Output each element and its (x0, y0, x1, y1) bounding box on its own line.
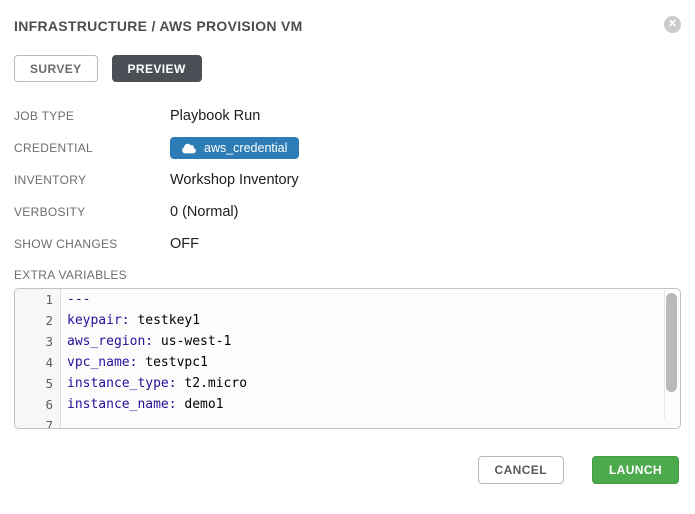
credential-badge-label: aws_credential (204, 141, 288, 155)
yaml-key: keypair: (67, 313, 130, 328)
yaml-value: testvpc1 (137, 355, 208, 370)
line-number: 4 (15, 352, 61, 373)
launch-button[interactable]: LAUNCH (591, 456, 679, 484)
line-number: 2 (15, 310, 61, 331)
editor-scrollbar-thumb[interactable] (666, 293, 677, 392)
line-number: 7 (15, 415, 61, 428)
code-text: instance_type: t2.micro (61, 373, 247, 394)
tab-survey[interactable]: SURVEY (14, 55, 98, 82)
extra-variables-label: EXTRA VARIABLES (14, 268, 127, 282)
line-number: 6 (15, 394, 61, 415)
code-line: 7 (15, 415, 664, 428)
detail-label: VERBOSITY (14, 205, 86, 219)
footer-actions: CANCEL LAUNCH (477, 456, 679, 484)
line-number: 5 (15, 373, 61, 394)
detail-row: CREDENTIAL aws_credential (14, 137, 681, 159)
yaml-key: aws_region: (67, 334, 154, 349)
yaml-value: us-west-1 (153, 334, 232, 349)
detail-value: 0 (Normal) (170, 204, 239, 220)
cancel-button[interactable]: CANCEL (477, 456, 564, 484)
code-text: --- (61, 289, 90, 310)
line-number: 1 (15, 289, 61, 310)
detail-row: VERBOSITY 0 (Normal) (14, 201, 681, 223)
code-text: aws_region: us-west-1 (61, 331, 231, 352)
cloud-icon (182, 143, 196, 153)
detail-label: INVENTORY (14, 173, 87, 187)
editor-scrollbar-track[interactable] (664, 290, 679, 419)
detail-value: Workshop Inventory (170, 172, 299, 188)
detail-value: Playbook Run (170, 108, 261, 124)
detail-value: OFF (170, 236, 199, 252)
credential-badge[interactable]: aws_credential (170, 137, 300, 159)
detail-label: CREDENTIAL (14, 141, 94, 155)
close-icon[interactable]: ✕ (664, 16, 681, 33)
detail-row: JOB TYPE Playbook Run (14, 105, 681, 127)
yaml-value: t2.micro (176, 376, 248, 391)
code-text (61, 415, 67, 428)
code-text: vpc_name: testvpc1 (61, 352, 208, 373)
tab-preview[interactable]: PREVIEW (111, 55, 202, 82)
code-line: 1 --- (15, 289, 664, 310)
yaml-key: instance_name: (67, 397, 177, 412)
yaml-key: vpc_name: (67, 355, 138, 370)
line-number: 3 (15, 331, 61, 352)
detail-row: SHOW CHANGES OFF (14, 233, 681, 255)
code-text: keypair: testkey1 (61, 310, 200, 331)
detail-label: JOB TYPE (14, 109, 75, 123)
yaml-value: testkey1 (129, 313, 201, 328)
code-text: instance_name: demo1 (61, 394, 224, 415)
yaml-value: demo1 (176, 397, 224, 412)
detail-row: INVENTORY Workshop Inventory (14, 169, 681, 191)
yaml-key: --- (67, 292, 91, 307)
yaml-key: instance_type: (67, 376, 177, 391)
tab-bar: SURVEY PREVIEW (14, 55, 681, 82)
page-title: INFRASTRUCTURE / AWS PROVISION VM (14, 18, 303, 34)
detail-label: SHOW CHANGES (14, 237, 118, 251)
modal-header: INFRASTRUCTURE / AWS PROVISION VM ✕ (14, 14, 681, 34)
